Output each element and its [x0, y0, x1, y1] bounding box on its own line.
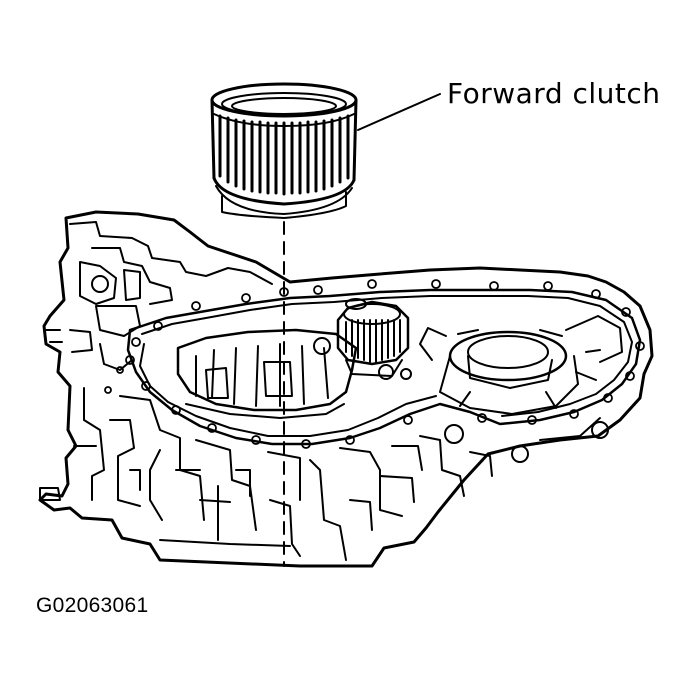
forward-clutch-label: Forward clutch [447, 77, 661, 110]
transaxle-case-icon [38, 210, 654, 568]
bearing-race-icon [419, 315, 623, 415]
forward-clutch-icon [210, 82, 358, 219]
figure-id: G02063061 [36, 594, 149, 617]
pinion-gear-icon [336, 298, 410, 377]
callout-leader-line [357, 93, 441, 131]
